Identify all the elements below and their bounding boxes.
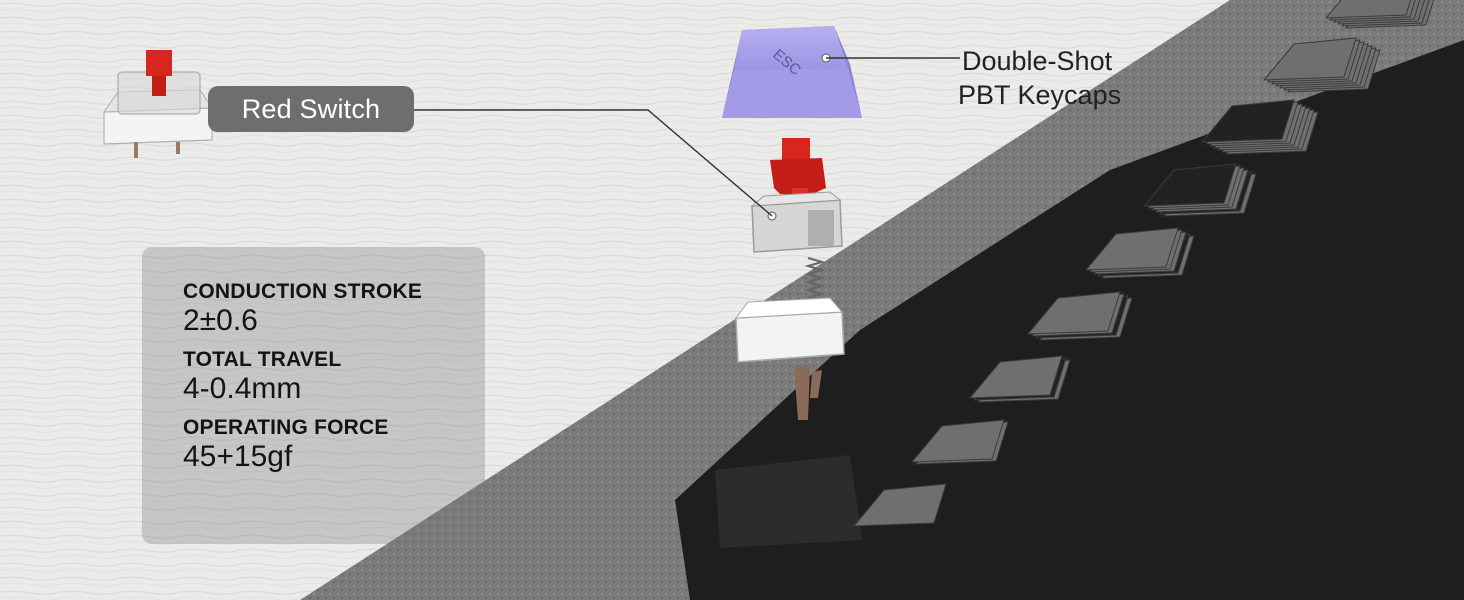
spec-operating-force: OPERATING FORCE 45+15gf [183,415,485,473]
keyboard [675,0,1464,600]
spec-value: 45+15gf [183,440,293,473]
keyboard-key [1200,99,1295,143]
esc-keycap: ESC [722,26,862,118]
switch-leader-line [414,109,773,217]
red-switch-icon [103,50,213,158]
keyboard-key [1026,291,1121,335]
spec-panel: CONDUCTION STROKE 2±0.6 TOTAL TRAVEL 4-0… [142,247,485,544]
keycap-callout-line1: Double-Shot [962,46,1113,76]
keyboard-key [1084,227,1179,271]
switch-bottom-housing [734,297,845,363]
keycap-callout: Double-Shot PBT Keycaps [958,44,1121,112]
keyboard-key [852,483,947,527]
spec-conduction-stroke: CONDUCTION STROKE 2±0.6 [183,279,485,337]
keyboard-key [1262,37,1357,81]
spec-total-travel: TOTAL TRAVEL 4-0.4mm [183,347,485,405]
keyboard-key [968,355,1063,399]
spec-value: 4-0.4mm [183,372,302,405]
keyboard-key [910,419,1005,463]
contact-pins [794,366,822,420]
switch-callout: Red Switch [208,86,414,132]
switch-top-housing [750,191,843,253]
spec-label: OPERATING FORCE [183,416,389,439]
keyboard-key [1324,0,1412,19]
keyboard-key [1142,163,1237,207]
spec-value: 2±0.6 [183,304,258,337]
spec-label: CONDUCTION STROKE [183,280,423,303]
keycap-callout-line2: PBT Keycaps [958,80,1122,110]
spring [804,257,826,299]
exploded-switch: ESC [722,26,862,420]
spec-label: TOTAL TRAVEL [183,348,342,371]
switch-callout-label: Red Switch [241,93,381,124]
